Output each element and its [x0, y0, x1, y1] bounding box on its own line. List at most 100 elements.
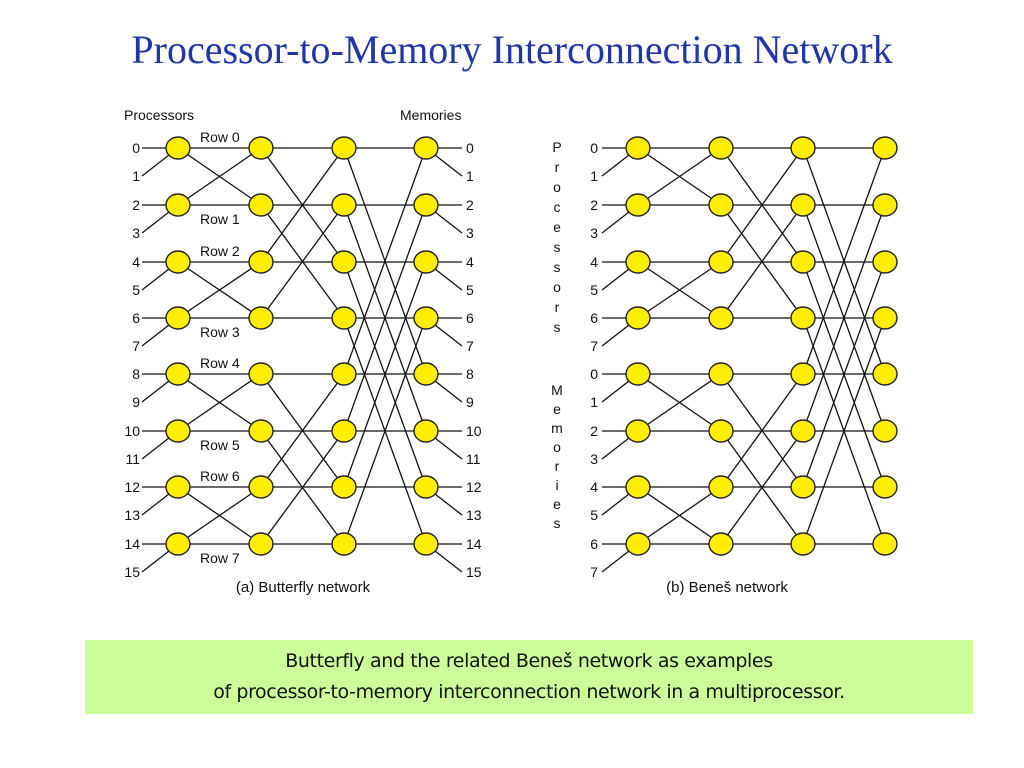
input-label: 7: [590, 564, 598, 580]
input-label: 4: [590, 254, 598, 270]
benes-caption: (b) Beneš network: [666, 579, 788, 596]
switch-node: [413, 532, 439, 556]
cross-link: [177, 147, 262, 206]
cross-link: [343, 317, 427, 545]
input-label: 0: [590, 366, 598, 382]
switch-node: [625, 532, 651, 556]
switch-node: [625, 193, 651, 217]
switch-node: [165, 362, 191, 386]
memories-vertical-letter: s: [554, 515, 561, 531]
input-label: 12: [124, 479, 140, 495]
switch-node: [413, 419, 439, 443]
output-label: 9: [466, 394, 474, 410]
switch-node: [625, 306, 651, 330]
cross-link: [637, 261, 722, 319]
switch-node: [165, 306, 191, 330]
cross-link: [260, 373, 345, 488]
input-label: 4: [132, 254, 140, 270]
switch-node: [248, 193, 274, 217]
switch-node: [625, 475, 651, 499]
input-label: 14: [124, 536, 140, 552]
input-label: 7: [590, 338, 598, 354]
cross-link: [720, 204, 804, 319]
switch-node: [413, 475, 439, 499]
input-label: 8: [132, 366, 140, 382]
cross-link: [343, 204, 427, 432]
output-label: 10: [466, 423, 482, 439]
input-label: 1: [590, 168, 598, 184]
caption-line-1: Butterfly and the related Beneš network …: [285, 650, 773, 672]
output-label: 8: [466, 366, 474, 382]
input-label: 5: [590, 282, 598, 298]
switch-node: [331, 362, 357, 386]
cross-link: [260, 147, 345, 263]
switch-node: [708, 250, 734, 274]
output-label: 3: [466, 225, 474, 241]
switch-node: [248, 419, 274, 443]
processors-vertical-letter: s: [554, 259, 561, 275]
cross-link: [720, 147, 804, 263]
input-label: 0: [132, 140, 140, 156]
processors-vertical-letter: s: [554, 319, 561, 335]
cross-link: [637, 373, 722, 432]
processors-vertical-letter: c: [554, 199, 561, 215]
processors-vertical-letter: r: [555, 299, 560, 315]
switch-node: [790, 193, 816, 217]
switch-node: [331, 136, 357, 160]
switch-node: [331, 250, 357, 274]
switch-node: [790, 136, 816, 160]
butterfly-caption: (a) Butterfly network: [236, 579, 371, 596]
output-label: 14: [466, 536, 482, 552]
input-label: 2: [590, 423, 598, 439]
processors-label: Processors: [124, 107, 194, 123]
memories-vertical-letter: o: [553, 439, 561, 455]
switch-node: [248, 362, 274, 386]
switch-node: [413, 250, 439, 274]
row-label: Row 4: [200, 355, 240, 371]
cross-link: [343, 147, 427, 375]
row-label: Row 3: [200, 324, 240, 340]
switch-node: [790, 306, 816, 330]
processors-vertical-letter: r: [555, 159, 560, 175]
cross-link: [720, 430, 804, 545]
output-label: 6: [466, 310, 474, 326]
input-label: 3: [132, 225, 140, 241]
switch-node: [708, 136, 734, 160]
switch-node: [165, 193, 191, 217]
switch-node: [790, 250, 816, 274]
input-label: 6: [590, 310, 598, 326]
switch-node: [625, 250, 651, 274]
switch-node: [790, 475, 816, 499]
input-label: 9: [132, 394, 140, 410]
processors-vertical-letter: e: [553, 219, 561, 235]
switch-node: [248, 475, 274, 499]
output-label: 1: [466, 168, 474, 184]
input-label: 2: [590, 197, 598, 213]
memories-vertical-letter: e: [553, 496, 561, 512]
switch-node: [625, 419, 651, 443]
input-label: 4: [590, 479, 598, 495]
switch-node: [331, 475, 357, 499]
caption-line-2: of processor-to-memory interconnection n…: [213, 681, 845, 703]
switch-node: [248, 306, 274, 330]
processors-vertical-letter: o: [553, 179, 561, 195]
input-label: 0: [590, 140, 598, 156]
switch-node: [625, 362, 651, 386]
output-label: 12: [466, 479, 482, 495]
switch-node: [165, 532, 191, 556]
switch-node: [872, 419, 898, 443]
input-label: 15: [124, 564, 140, 580]
switch-node: [248, 532, 274, 556]
input-label: 5: [132, 282, 140, 298]
switch-node: [872, 250, 898, 274]
cross-link: [343, 261, 427, 488]
cross-link: [177, 373, 262, 432]
output-label: 7: [466, 338, 474, 354]
row-label: Row 7: [200, 550, 240, 566]
input-label: 1: [590, 394, 598, 410]
output-label: 5: [466, 282, 474, 298]
output-label: 15: [466, 564, 482, 580]
cross-link: [260, 204, 345, 319]
